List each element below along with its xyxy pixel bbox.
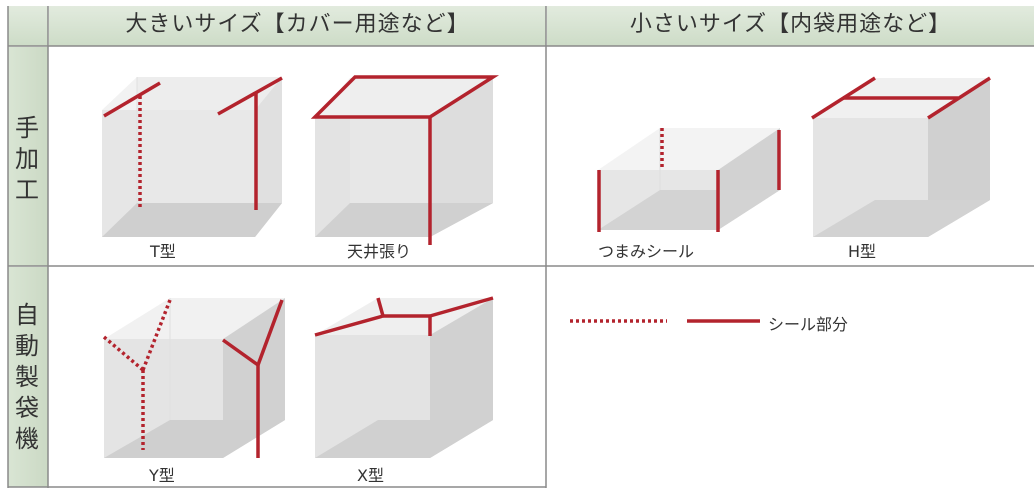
header-large-bg xyxy=(49,6,546,46)
row-label-manual-char: 手 xyxy=(15,114,39,142)
header-small-bg xyxy=(547,6,1034,46)
header-small-size: 小さいサイズ【内袋用途など】 xyxy=(629,12,952,37)
cube-h-type xyxy=(813,78,990,237)
header-corner xyxy=(8,6,48,46)
row-label-manual: 手 加 工 xyxy=(8,113,46,206)
seal-t-type xyxy=(103,76,283,210)
seal-ceiling xyxy=(310,75,500,245)
side-auto-bg xyxy=(8,267,48,487)
row-label-auto-char: 機 xyxy=(15,425,39,453)
seal-pinch xyxy=(597,128,781,232)
table-grid xyxy=(7,6,1034,488)
seal-h-type xyxy=(811,76,991,120)
cube-pinch xyxy=(598,128,780,230)
row-label-auto-char: 自 xyxy=(15,301,39,329)
cube-x-type xyxy=(315,298,493,458)
caption-h-type: H型 xyxy=(848,242,877,261)
row-label-auto-char: 動 xyxy=(15,332,39,360)
header-large-size: 大きいサイズ【カバー用途など】 xyxy=(125,12,470,37)
row-label-auto-char: 袋 xyxy=(15,394,39,422)
row-label-auto-char: 製 xyxy=(15,363,39,391)
caption-y-type: Y型 xyxy=(149,466,175,485)
side-manual-bg xyxy=(8,47,48,266)
row-label-manual-char: 工 xyxy=(15,176,39,204)
seal-y-type xyxy=(102,299,284,458)
seal-x-type xyxy=(314,296,494,337)
row-label-auto: 自 動 製 袋 機 xyxy=(8,300,46,455)
cube-t-type xyxy=(102,77,282,237)
cube-ceiling xyxy=(315,78,493,237)
caption-ceiling: 天井張り xyxy=(347,242,412,261)
caption-pinch: つまみシール xyxy=(598,242,695,261)
legend-label: シール部分 xyxy=(768,315,849,334)
caption-x-type: X型 xyxy=(357,466,384,485)
row-label-manual-char: 加 xyxy=(15,145,39,173)
caption-t-type: T型 xyxy=(150,242,176,261)
